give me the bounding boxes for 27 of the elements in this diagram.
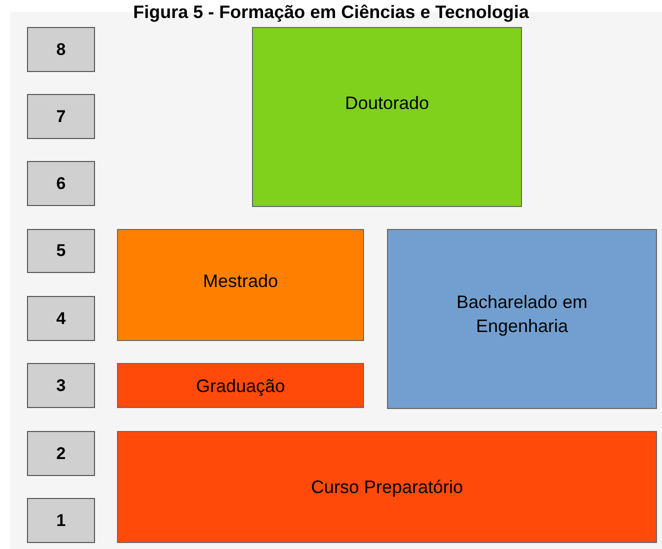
course-box	[117, 431, 657, 543]
course-box	[387, 229, 657, 409]
level-box	[27, 431, 95, 476]
level-box	[27, 363, 95, 408]
level-box	[27, 498, 95, 543]
level-box	[27, 161, 95, 206]
diagram-title: Figura 5 - Formação em Ciências e Tecnologia	[133, 2, 529, 23]
level-number: 7	[56, 106, 66, 126]
level-number: 3	[56, 376, 66, 396]
level-number: 4	[56, 308, 66, 328]
course-box	[117, 363, 364, 408]
course-box	[252, 27, 522, 207]
level-number: 1	[56, 510, 66, 530]
course-name: Graduação	[196, 374, 286, 398]
course-box	[117, 229, 364, 341]
course-name: Mestrado	[202, 270, 278, 293]
course-name: Bacharelado em Engenharia	[455, 291, 589, 338]
level-number: 5	[56, 241, 66, 261]
level-number: 2	[56, 444, 66, 464]
level-box	[27, 229, 95, 273]
level-box	[27, 296, 95, 341]
level-number: 8	[56, 40, 66, 60]
level-number: 6	[56, 174, 66, 194]
course-name: Doutorado	[344, 92, 430, 115]
course-name: Curso Preparatório	[310, 476, 464, 499]
level-box	[27, 27, 95, 72]
level-box	[27, 94, 95, 139]
